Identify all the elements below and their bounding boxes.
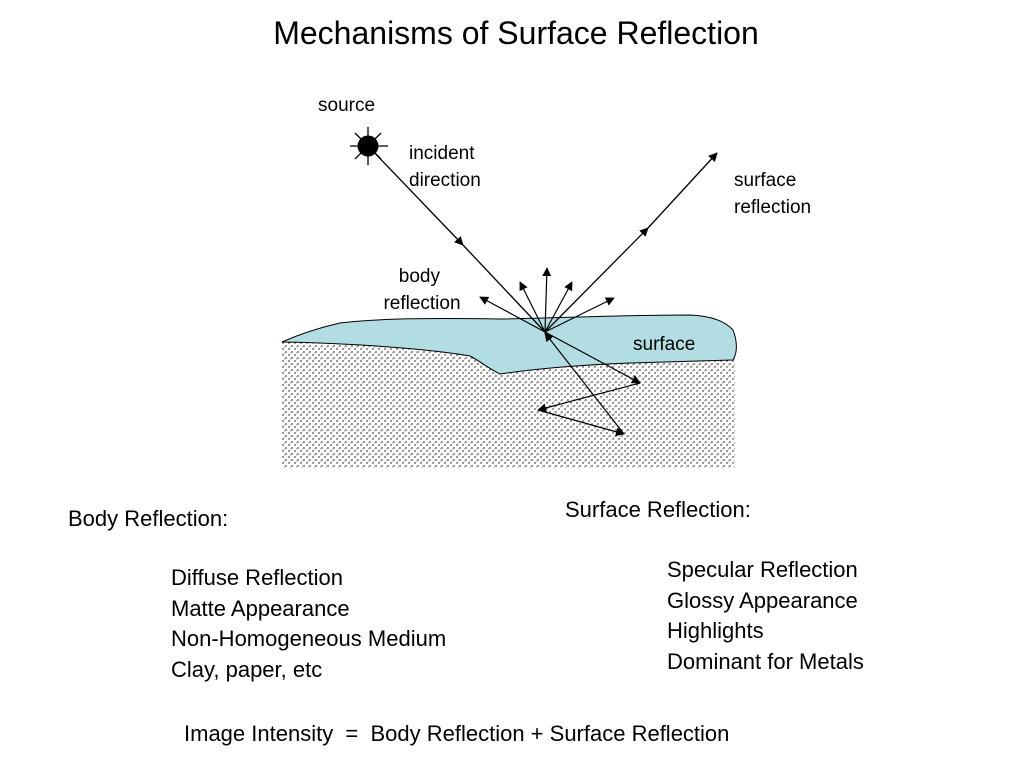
list-item: Matte Appearance [171,595,350,621]
list-item: Dominant for Metals [667,649,864,675]
list-item: Glossy Appearance [667,587,858,613]
incident-label-line1: incident [409,143,475,164]
list-item: Clay, paper, etc [171,657,323,683]
surface-reflection-label-line1: surface [734,170,796,191]
surface-reflection-list: Specular Reflection Glossy Appearance Hi… [667,555,864,678]
list-item: Diffuse Reflection [171,565,344,590]
page-title: Mechanisms of Surface Reflection [273,15,759,51]
incident-direction-label: incident direction [409,143,481,191]
list-item: Non-Homogeneous Medium [171,626,447,652]
list-item: Specular Reflection [667,557,858,582]
list-item: Highlights [667,618,764,644]
incident-label-line2: direction [409,170,481,191]
surface-reflection-label: surface reflection [734,170,811,218]
body-reflection-rays [479,267,615,333]
surface-reflection-label-line2: reflection [734,197,811,218]
surface-label: surface [633,334,695,355]
body-reflection-label: body reflection [383,266,460,314]
body-reflection-heading: Body Reflection: [68,506,229,531]
body-reflection-list: Diffuse Reflection Matte Appearance Non-… [171,563,446,686]
surface-reflection-ray [544,152,718,333]
body-reflection-label-line1: body [399,266,441,287]
surface-layer [281,314,737,375]
source-icon [350,127,388,165]
subsurface-scattering-path [537,331,641,437]
surface-reflection-heading: Surface Reflection: [565,497,751,522]
image-intensity-equation: Image Intensity = Body Reflection + Surf… [184,721,730,746]
incident-ray [367,145,546,333]
body-reflection-label-line2: reflection [383,293,460,314]
source-label: source [318,95,375,116]
